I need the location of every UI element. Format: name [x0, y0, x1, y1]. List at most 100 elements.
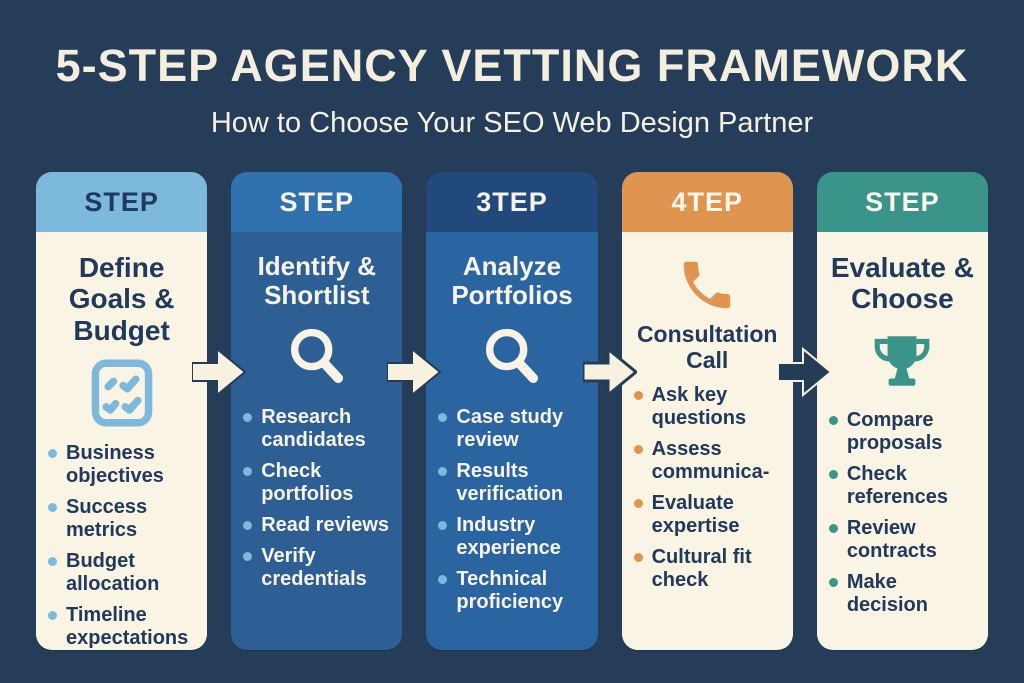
step-badge-label: 4TEP: [671, 186, 743, 217]
step-badge-label: STEP: [279, 186, 355, 217]
bullet-item: Success metrics: [48, 496, 195, 542]
checklist-icon: [88, 359, 156, 427]
magnifier-icon: [478, 323, 546, 391]
bullet-item: Case study review: [438, 406, 585, 452]
step-5-body: Evaluate & Choose Compare proposals Chec…: [816, 232, 989, 650]
bullet-dot: [633, 444, 643, 454]
step-5-title: Evaluate & Choose: [830, 252, 974, 315]
bullet-dot: [48, 503, 57, 513]
page-title: 5-STEP AGENCY VETTING FRAMEWORK: [55, 40, 969, 91]
bullet-item: Check references: [828, 462, 976, 509]
bullet-text: Cultural fit check: [651, 545, 752, 591]
bullet-item: Verify credentials: [243, 545, 390, 591]
step-badge-label: STEP: [865, 186, 940, 217]
trophy-icon: [869, 328, 935, 394]
step-4-badge: 4TEP: [621, 172, 793, 232]
step-2-title: Identify & Shortlist: [257, 251, 377, 311]
bullet-text: Budget allocation: [66, 550, 160, 596]
bullet-text: Results verification: [456, 460, 564, 506]
bullet-item: Cultural fit check: [633, 545, 781, 592]
bullet-text: Industry experience: [456, 514, 561, 560]
bullet-item: Ask key questions: [633, 383, 781, 430]
bullet-text: Check references: [846, 462, 948, 508]
bullet-text: Research candidates: [261, 406, 366, 452]
bullet-text: Review contracts: [846, 516, 937, 562]
bullet-dot: [438, 413, 448, 423]
bullet-dot: [633, 498, 643, 508]
bullet-text: Technical proficiency: [456, 568, 564, 614]
bullet-dot: [243, 521, 253, 531]
bullet-text: Evaluate expertise: [651, 491, 740, 537]
page-subtitle: How to Choose Your SEO Web Design Partne…: [210, 107, 814, 139]
step-card-3: 3TEP Analyze Portfolios Case study revie…: [426, 172, 598, 650]
bullet-dot: [828, 577, 838, 587]
bullet-text: Read reviews: [261, 514, 390, 537]
bullet-item: Check portfolios: [243, 460, 390, 506]
step-1-body: Define Goals & Budget Business objective…: [36, 232, 208, 650]
bullet-dot: [828, 469, 838, 479]
bullet-dot: [438, 467, 448, 477]
bullet-dot: [243, 552, 253, 562]
step-4-body: Consultation Call Ask key questions Asse…: [621, 232, 793, 650]
bullet-item: Read reviews: [243, 514, 390, 537]
step-1-bullets: Business objectives Success metrics Budg…: [48, 442, 195, 650]
bullet-text: Ask key questions: [651, 383, 747, 429]
step-card-1: STEP Define Goals & Budget Business obje…: [36, 172, 208, 650]
bullet-text: Compare proposals: [846, 408, 943, 454]
arrow-right-icon: [583, 345, 637, 399]
bullet-dot: [633, 390, 643, 400]
step-3-badge: 3TEP: [426, 172, 598, 232]
step-3-body: Analyze Portfolios Case study review Res…: [426, 232, 598, 650]
bullet-text: Business objectives: [66, 442, 164, 488]
bullet-item: Industry experience: [438, 514, 585, 560]
magnifier-icon: [283, 323, 351, 391]
step-2-bullets: Research candidates Check portfolios Rea…: [243, 406, 390, 599]
bullet-text: Case study review: [456, 406, 564, 452]
step-1-title: Define Goals & Budget: [68, 252, 175, 346]
step-2-body: Identify & Shortlist Research candidates…: [231, 232, 403, 650]
bullet-item: Technical proficiency: [438, 568, 585, 614]
steps-row: STEP Define Goals & Budget Business obje…: [36, 172, 989, 650]
bullet-item: Timeline expectations: [48, 604, 195, 650]
bullet-dot: [438, 521, 448, 531]
bullet-text: Verify credentials: [261, 545, 367, 591]
bullet-item: Results verification: [438, 460, 585, 506]
bullet-dot: [438, 575, 448, 585]
step-card-2: STEP Identify & Shortlist Research candi…: [231, 172, 403, 650]
step-badge-label: STEP: [84, 186, 159, 217]
step-5-bullets: Compare proposals Check references Revie…: [828, 408, 976, 625]
bullet-dot: [828, 523, 838, 533]
step-5-badge: STEP: [816, 172, 989, 232]
bullet-text: Make decision: [846, 570, 928, 616]
bullet-item: Make decision: [828, 570, 976, 617]
bullet-item: Research candidates: [243, 406, 390, 452]
phone-icon: [676, 254, 738, 316]
bullet-dot: [243, 413, 253, 423]
bullet-item: Business objectives: [48, 442, 195, 488]
step-3-bullets: Case study review Results verification I…: [438, 406, 585, 622]
bullet-item: Evaluate expertise: [633, 491, 781, 538]
step-2-badge: STEP: [231, 172, 403, 232]
bullet-dot: [48, 449, 57, 459]
step-badge-label: 3TEP: [476, 186, 548, 217]
bullet-text: Assess communica-: [651, 437, 770, 483]
arrow-right-icon: [192, 346, 246, 398]
bullet-dot: [633, 552, 643, 562]
step-4-title: Consultation Call: [636, 321, 778, 373]
bullet-item: Budget allocation: [48, 550, 195, 596]
bullet-item: Assess communica-: [633, 437, 781, 484]
bullet-dot: [828, 415, 838, 425]
arrow-right-icon: [387, 346, 441, 398]
arrow-right-icon: [778, 346, 832, 398]
step-1-badge: STEP: [36, 172, 208, 232]
step-card-4: 4TEP Consultation Call Ask key questions…: [621, 172, 793, 650]
bullet-text: Check portfolios: [261, 460, 354, 506]
masthead: 5-STEP AGENCY VETTING FRAMEWORK How to C…: [0, 0, 1024, 140]
step-3-title: Analyze Portfolios: [451, 251, 573, 311]
bullet-dot: [48, 557, 57, 567]
step-card-5: STEP Evaluate & Choose Compare proposals…: [816, 172, 989, 650]
bullet-item: Compare proposals: [828, 408, 976, 455]
bullet-dot: [243, 467, 253, 477]
bullet-text: Timeline expectations: [66, 604, 189, 650]
